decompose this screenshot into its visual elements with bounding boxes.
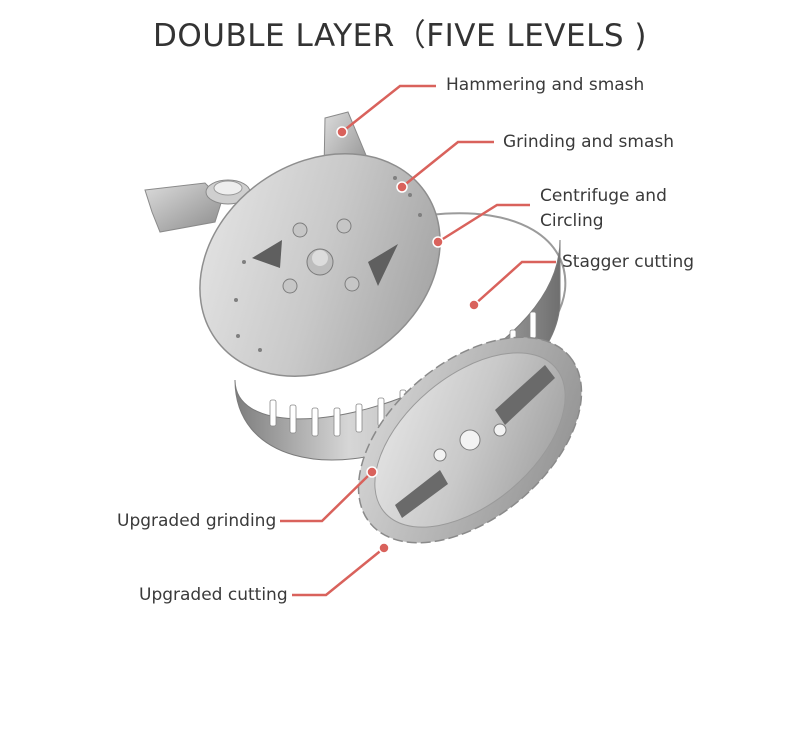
label-stagger-cutting: Stagger cutting xyxy=(562,252,695,272)
callout-leaders xyxy=(280,84,556,597)
label-upgraded-grinding: Upgraded grinding xyxy=(117,511,277,531)
label-centrifuge-and-circling: Centrifuge and Circling xyxy=(540,186,667,231)
dot-upgraded-grinding xyxy=(366,466,378,478)
label-grinding-and-smash: Grinding and smash xyxy=(503,132,674,152)
leader-hammering xyxy=(341,84,436,133)
label-hammering-and-smash: Hammering and smash xyxy=(446,75,645,95)
leader-upgraded-grinding xyxy=(280,471,373,523)
dot-grinding xyxy=(396,181,408,193)
dot-upgraded-cutting xyxy=(378,542,390,554)
hammer-blade-left xyxy=(144,179,251,233)
label-upgraded-cutting: Upgraded cutting xyxy=(139,585,288,605)
callout-dots xyxy=(336,126,480,554)
dot-stagger xyxy=(468,299,480,311)
leader-stagger xyxy=(473,260,556,306)
leader-centrifuge xyxy=(437,203,530,244)
grinding-disc xyxy=(199,153,441,377)
cutting-gear-disc xyxy=(357,336,583,544)
dot-hammering xyxy=(336,126,348,138)
leader-upgraded-cutting xyxy=(292,547,385,597)
dot-centrifuge xyxy=(432,236,444,248)
leader-grinding xyxy=(401,140,494,188)
page-title: DOUBLE LAYER（FIVE LEVELS ) xyxy=(153,18,647,54)
